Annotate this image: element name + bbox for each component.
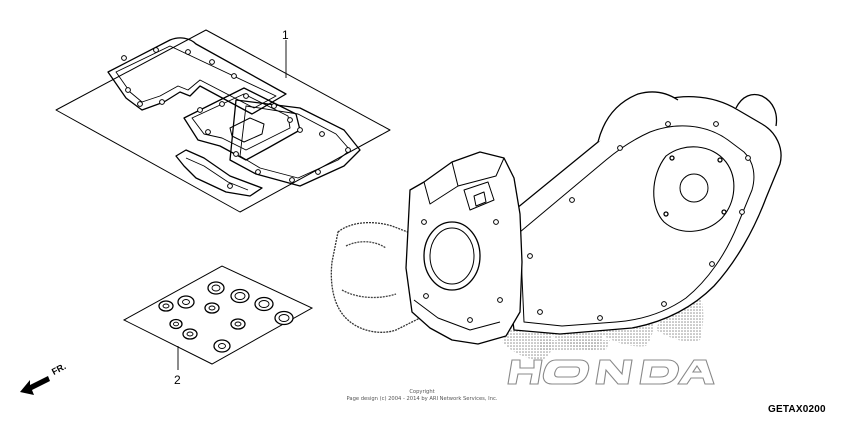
diagram-code: GETAX0200 bbox=[768, 404, 826, 415]
copyright-line-2: Page design (c) 2004 - 2014 by ARI Netwo… bbox=[346, 396, 498, 402]
front-direction-arrow-icon bbox=[20, 376, 50, 395]
copyright-notice: Copyright Page design (c) 2004 - 2014 by… bbox=[322, 389, 522, 403]
honda-logo-watermark bbox=[507, 359, 715, 385]
seal-kit-sheet bbox=[122, 265, 314, 370]
copyright-line-1: Copyright bbox=[409, 389, 435, 395]
gasket-kit-sheet bbox=[55, 29, 391, 213]
engine-assembly bbox=[330, 91, 782, 345]
callout-part-1: 1 bbox=[282, 28, 289, 42]
callout-part-2: 2 bbox=[174, 373, 181, 387]
